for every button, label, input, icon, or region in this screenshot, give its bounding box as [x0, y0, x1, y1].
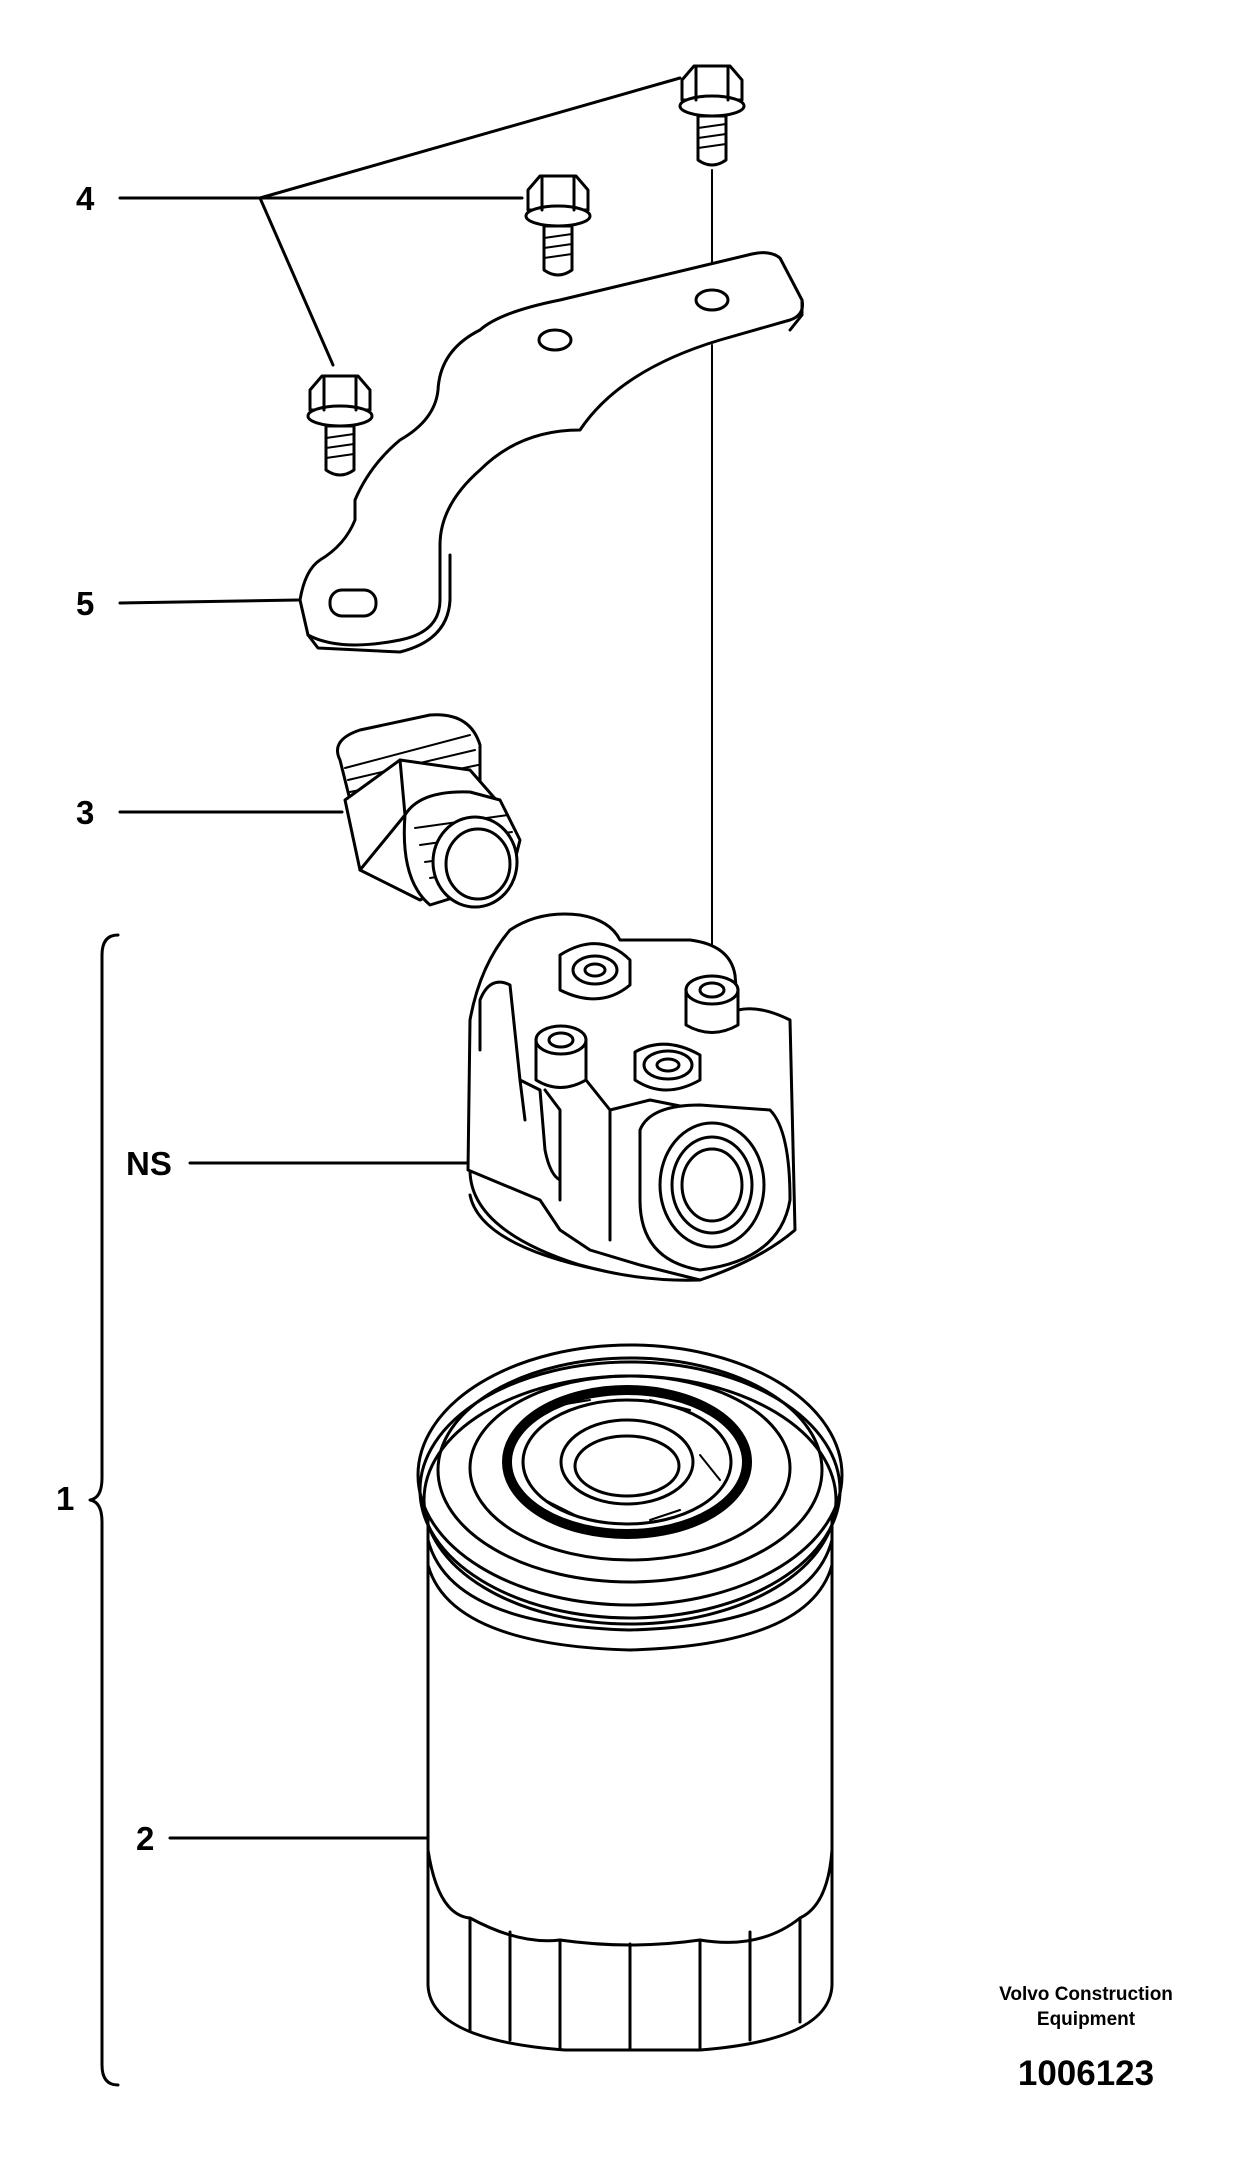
- flange-bolt-icon: [306, 374, 374, 477]
- callout-label-3: 3: [76, 794, 94, 831]
- credit-line-1: Volvo Construction: [999, 1984, 1173, 2005]
- callout-label-5: 5: [76, 585, 94, 622]
- hex-nipple-fitting-icon: [336, 713, 522, 909]
- callout-label-4: 4: [76, 180, 95, 217]
- callout-label-ns: NS: [126, 1145, 172, 1182]
- leader-lines: [118, 76, 713, 1840]
- filter-head-icon: [466, 912, 797, 1282]
- spin-on-filter-cartridge-icon: [416, 1343, 844, 2052]
- callout-label-2: 2: [136, 1820, 154, 1857]
- drawing-number: 1006123: [1018, 2054, 1154, 2093]
- flange-bolt-icon: [678, 64, 746, 167]
- credit-line-2: Equipment: [1037, 2009, 1136, 2030]
- callout-label-1: 1: [56, 1480, 74, 1517]
- mounting-bracket-icon: [298, 251, 804, 654]
- assembly-brace-icon: [88, 933, 120, 2087]
- flange-bolt-icon: [524, 174, 592, 277]
